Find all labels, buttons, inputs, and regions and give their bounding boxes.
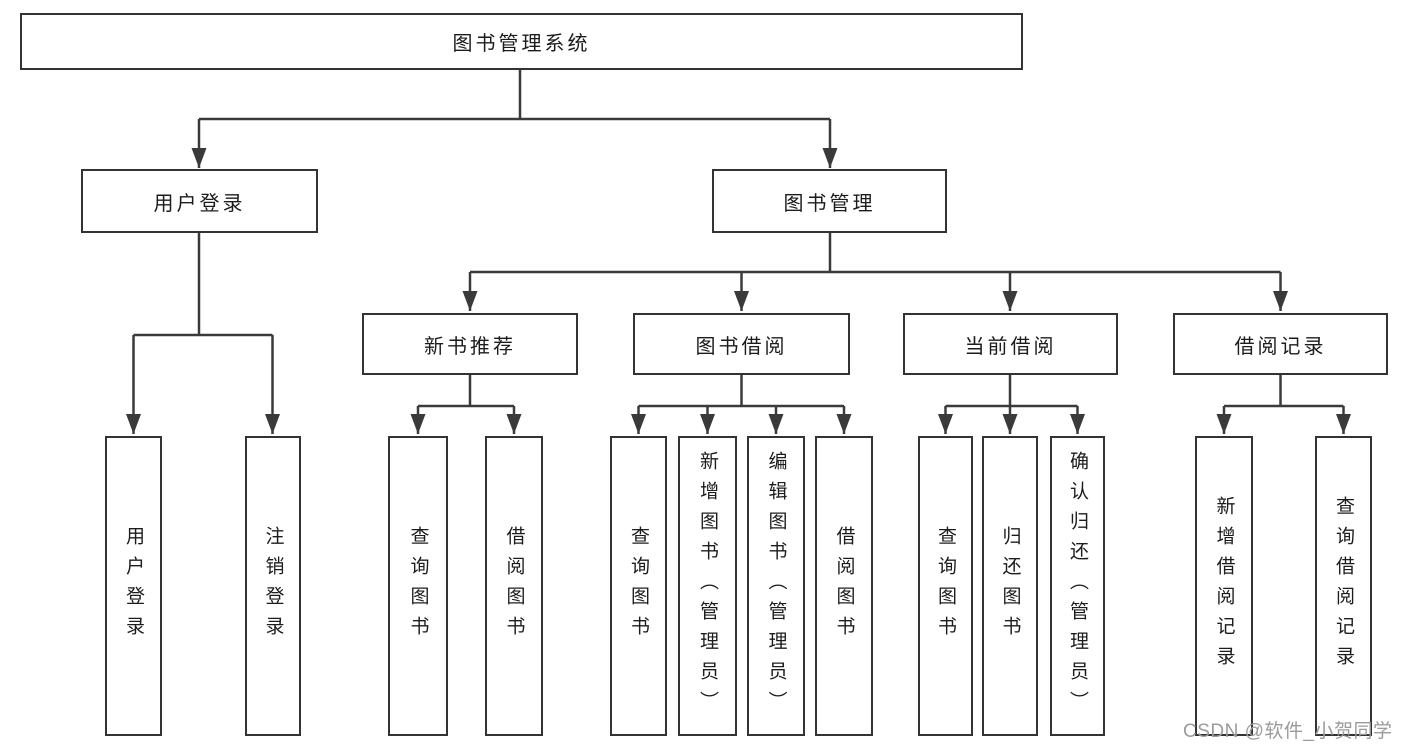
node-label: 图书管理系统 <box>452 33 591 55</box>
node-label: 新增图书（管理员） <box>697 451 718 721</box>
node-user-login-branch: 用户登录 <box>81 169 318 233</box>
node-book-management: 图书管理 <box>712 169 947 233</box>
node-leaf-edit-books-admin: 编辑图书（管理员） <box>747 436 805 736</box>
node-borrowing-records: 借阅记录 <box>1173 313 1388 375</box>
node-label: 用户登录 <box>123 526 144 646</box>
node-label: 查询图书 <box>628 526 649 646</box>
node-label: 查询图书 <box>935 526 956 646</box>
node-label: 借阅记录 <box>1234 335 1327 358</box>
node-label: 图书管理 <box>783 192 876 215</box>
node-leaf-add-books-admin: 新增图书（管理员） <box>678 436 737 736</box>
node-current-borrowing: 当前借阅 <box>903 313 1118 375</box>
node-book-borrowing: 图书借阅 <box>633 313 850 375</box>
node-leaf-borrow-books-2: 借阅图书 <box>815 436 873 736</box>
node-leaf-borrow-books-1: 借阅图书 <box>485 436 543 736</box>
node-leaf-user-login: 用户登录 <box>105 436 162 736</box>
node-leaf-logout: 注销登录 <box>245 436 301 736</box>
node-leaf-query-books-3: 查询图书 <box>918 436 973 736</box>
node-label: 用户登录 <box>153 192 246 215</box>
node-leaf-query-borrow-record: 查询借阅记录 <box>1315 436 1372 736</box>
node-new-book-recommend: 新书推荐 <box>362 313 578 375</box>
node-leaf-query-books-1: 查询图书 <box>388 436 448 736</box>
node-label: 确认归还（管理员） <box>1067 451 1088 721</box>
node-leaf-return-books: 归还图书 <box>982 436 1038 736</box>
node-label: 新书推荐 <box>424 335 516 358</box>
node-label: 查询借阅记录 <box>1333 496 1354 676</box>
node-label: 借阅图书 <box>503 526 525 646</box>
node-leaf-query-books-2: 查询图书 <box>610 436 667 736</box>
node-label: 借阅图书 <box>833 526 855 646</box>
node-label: 当前借阅 <box>964 335 1057 358</box>
node-leaf-add-borrow-record: 新增借阅记录 <box>1195 436 1253 736</box>
node-label: 归还图书 <box>999 526 1021 646</box>
node-label: 注销登录 <box>262 526 284 646</box>
node-label: 编辑图书（管理员） <box>765 451 787 721</box>
node-label: 查询图书 <box>407 526 429 646</box>
watermark-text: CSDN @软件_小贺同学 <box>1183 721 1393 742</box>
node-label: 图书借阅 <box>695 335 788 358</box>
node-book-management-system: 图书管理系统 <box>20 13 1023 70</box>
node-label: 新增借阅记录 <box>1213 496 1235 676</box>
node-leaf-confirm-return-admin: 确认归还（管理员） <box>1050 436 1105 736</box>
